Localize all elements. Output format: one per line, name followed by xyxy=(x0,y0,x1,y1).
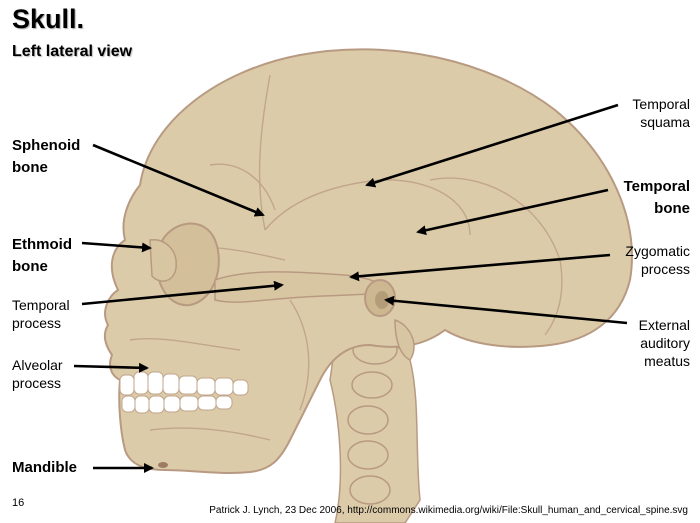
arrow-temporal-process xyxy=(81,280,284,306)
arrow-sphenoid xyxy=(92,143,265,217)
label-zygomatic-process: Zygomatic process xyxy=(625,243,690,277)
label-temporal-process: Temporal process xyxy=(12,297,70,331)
ear-canal xyxy=(364,279,396,317)
arrow-zygomatic xyxy=(349,253,611,282)
label-temporal-squama: Temporal squama xyxy=(632,96,690,130)
arrow-ethmoid xyxy=(81,241,152,253)
cervical-spine xyxy=(329,335,421,523)
arrow-temporal-bone xyxy=(416,188,609,236)
label-external-auditory-meatus: External auditory meatus xyxy=(638,317,690,369)
page-number: 16 xyxy=(12,497,25,509)
label-mandible: Mandible xyxy=(12,459,78,476)
skull-outline xyxy=(103,48,633,474)
arrow-alveolar xyxy=(73,362,149,373)
label-alveolar-process: Alveolar process xyxy=(12,357,63,391)
arrow-temporal-squama xyxy=(365,103,619,188)
label-ethmoid-bone: Ethmoid bone xyxy=(12,236,72,275)
page-subtitle: Left lateral view xyxy=(12,43,133,60)
label-temporal-bone: Temporal bone xyxy=(623,178,690,217)
label-sphenoid-bone: Sphenoid bone xyxy=(12,137,81,176)
teeth xyxy=(119,371,249,414)
page-title: Skull. xyxy=(12,4,85,34)
arrow-external-meatus xyxy=(384,295,628,325)
image-credit: Patrick J. Lynch, 23 Dec 2006, http://co… xyxy=(209,505,688,516)
